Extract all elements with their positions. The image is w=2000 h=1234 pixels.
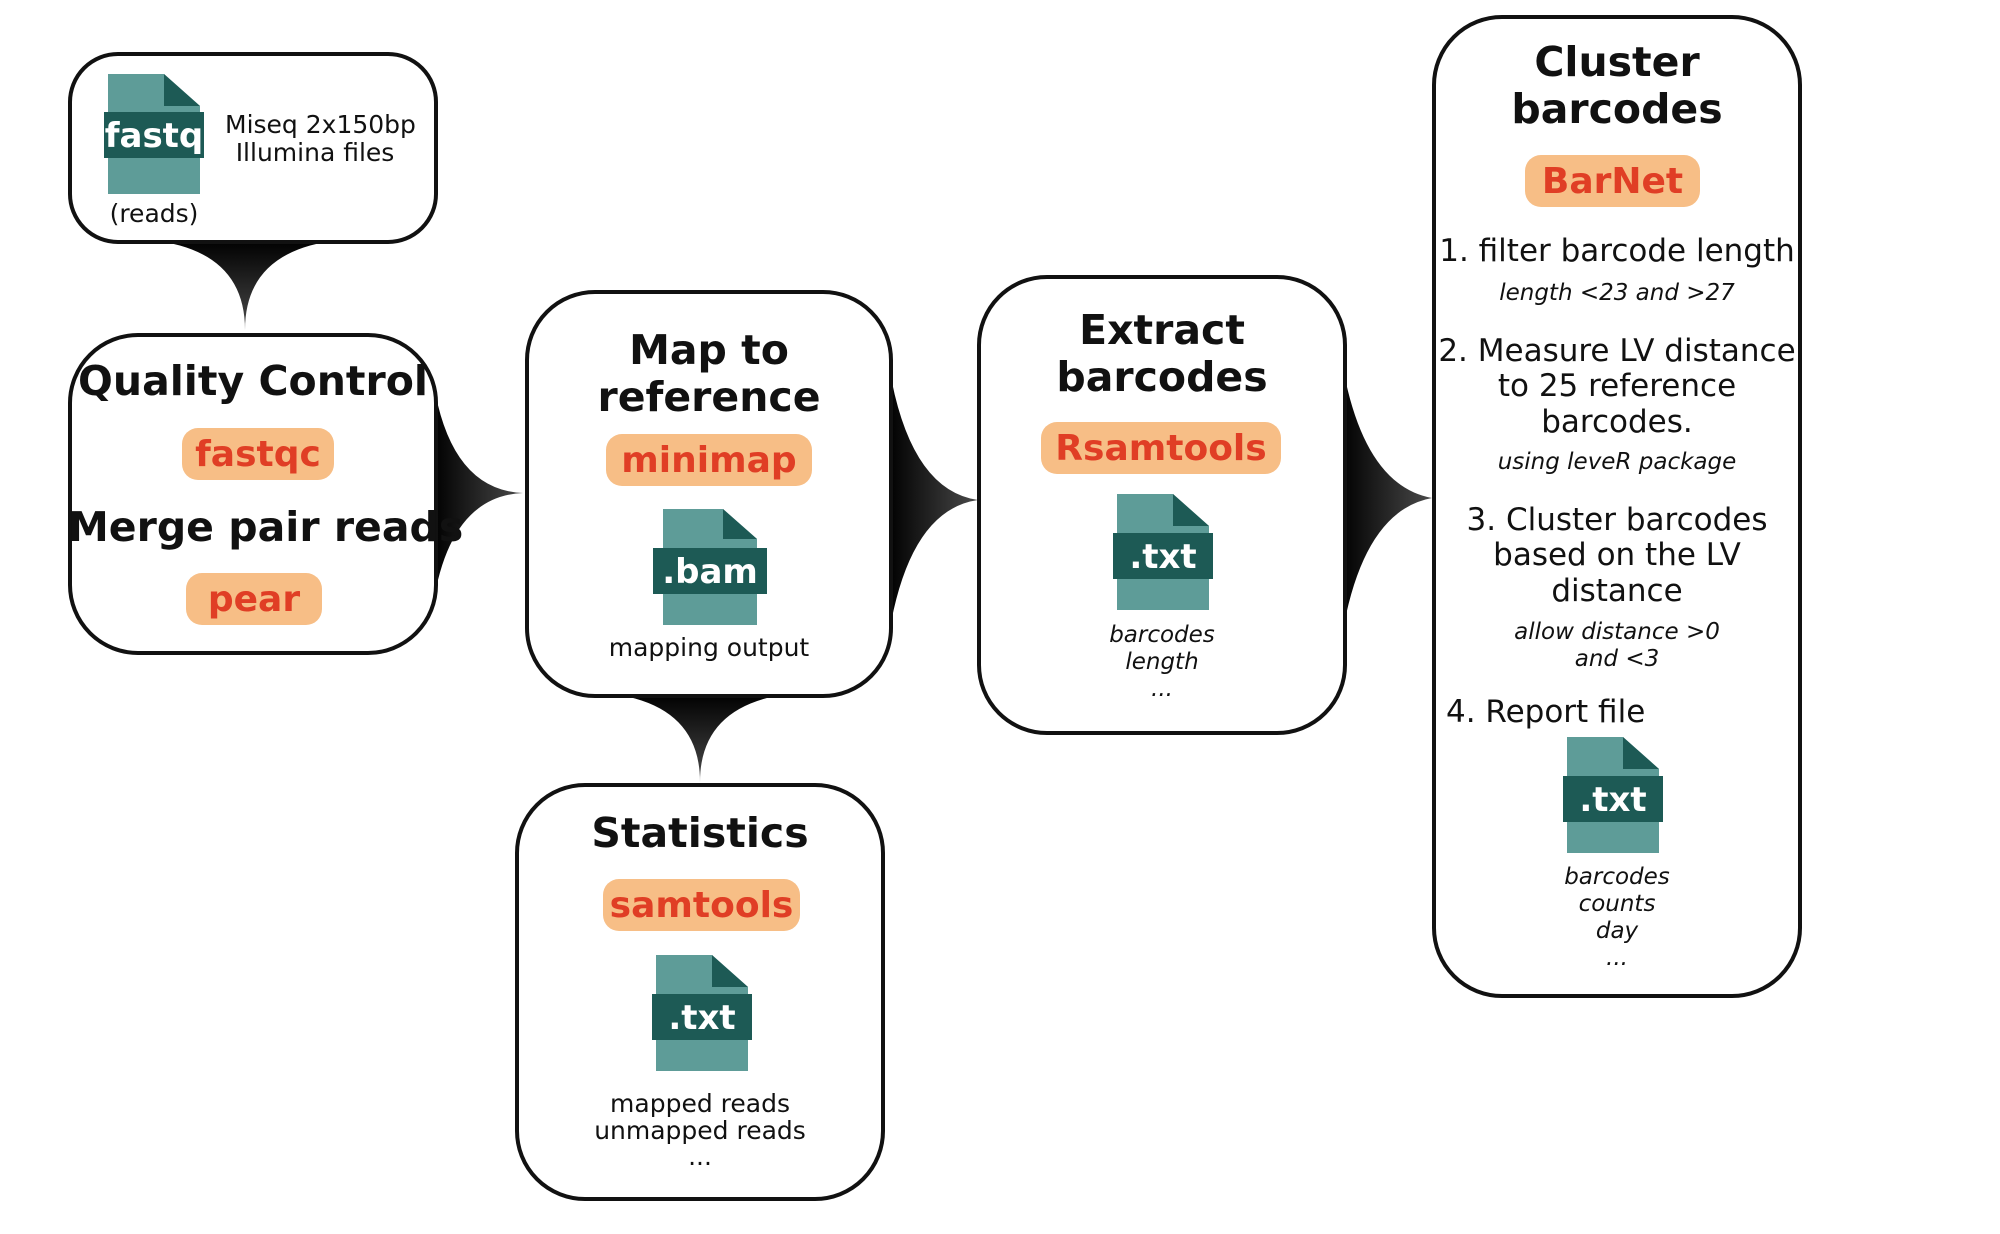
stats-caption-more: ...	[688, 1142, 712, 1171]
pear-tool-badge: pear	[186, 573, 322, 625]
arrow-reads-to-qc	[150, 240, 340, 330]
samtools-tool-badge: samtools	[603, 879, 800, 931]
statistics-box	[515, 783, 885, 1201]
cluster-title-line1: Cluster	[1534, 38, 1700, 86]
report-txt-file-icon: .txt	[1563, 737, 1663, 853]
statistics-title: Statistics	[591, 809, 809, 857]
map-to-reference-box	[525, 290, 893, 698]
cluster-caption-more: ...	[1606, 945, 1628, 971]
cluster-caption-counts: counts	[1578, 891, 1656, 917]
cluster-step2-line1: 2. Measure LV distance	[1438, 333, 1796, 369]
cluster-step2-line3: barcodes.	[1541, 404, 1693, 440]
cluster-step3-note1: allow distance >0	[1514, 619, 1720, 645]
cluster-caption-barcodes: barcodes	[1564, 864, 1670, 890]
cluster-step2-note: using leveR package	[1497, 449, 1737, 475]
cluster-step3-note2: and <3	[1574, 646, 1660, 672]
stats-caption-mapped: mapped reads	[610, 1089, 790, 1118]
cluster-step2-line2: to 25 reference	[1497, 368, 1737, 404]
map-caption: mapping output	[608, 633, 810, 662]
bam-icon-label: .bam	[662, 552, 758, 592]
stats-caption-unmapped: unmapped reads	[594, 1116, 806, 1145]
fastq-icon-label: fastq	[105, 116, 204, 156]
extract-txt-file-icon: .txt	[1113, 494, 1213, 610]
merge-pair-reads-title: Merge pair reads	[68, 503, 464, 551]
fastqc-tool-badge: fastqc	[182, 428, 334, 480]
stats-txt-file-icon: .txt	[652, 955, 752, 1071]
stats-icon-label: .txt	[668, 998, 735, 1038]
map-title-line2: reference	[597, 373, 821, 421]
map-title-line1: Map to	[629, 326, 789, 374]
minimap-tool-badge: minimap	[606, 434, 812, 486]
arrow-map-to-stats	[605, 693, 795, 782]
report-icon-label: .txt	[1579, 780, 1646, 820]
reads-desc-line2: Illumina files	[235, 138, 395, 167]
arrow-map-to-extract	[888, 360, 978, 640]
fastq-file-icon: fastq	[104, 74, 204, 194]
arrow-qc-to-map	[433, 380, 523, 605]
cluster-caption-day: day	[1595, 918, 1639, 944]
cluster-title-line2: barcodes	[1511, 85, 1723, 133]
extract-caption-length: length	[1125, 649, 1199, 675]
barnet-tool-badge: BarNet	[1525, 155, 1700, 207]
cluster-step4: 4. Report file	[1446, 694, 1646, 730]
reads-caption: (reads)	[109, 199, 199, 228]
extract-caption-more: ...	[1151, 676, 1173, 702]
reads-desc-line1: Miseq 2x150bp	[225, 110, 416, 139]
cluster-step3-line3: distance	[1551, 573, 1683, 609]
cluster-step1-note: length <23 and >27	[1499, 280, 1735, 306]
qc-title: Quality Control	[78, 357, 428, 405]
extract-caption-barcodes: barcodes	[1109, 622, 1215, 648]
bam-file-icon: .bam	[653, 509, 767, 625]
cluster-step3-line1: 3. Cluster barcodes	[1466, 502, 1768, 538]
extract-title-line1: Extract	[1079, 306, 1245, 354]
cluster-step3-line2: based on the LV	[1493, 537, 1741, 573]
cluster-step1: 1. filter barcode length	[1439, 233, 1795, 269]
extract-icon-label: .txt	[1129, 537, 1196, 577]
rsamtools-tool-badge: Rsamtools	[1041, 422, 1281, 474]
extract-title-line2: barcodes	[1056, 353, 1268, 401]
arrow-extract-to-cluster	[1340, 350, 1432, 648]
